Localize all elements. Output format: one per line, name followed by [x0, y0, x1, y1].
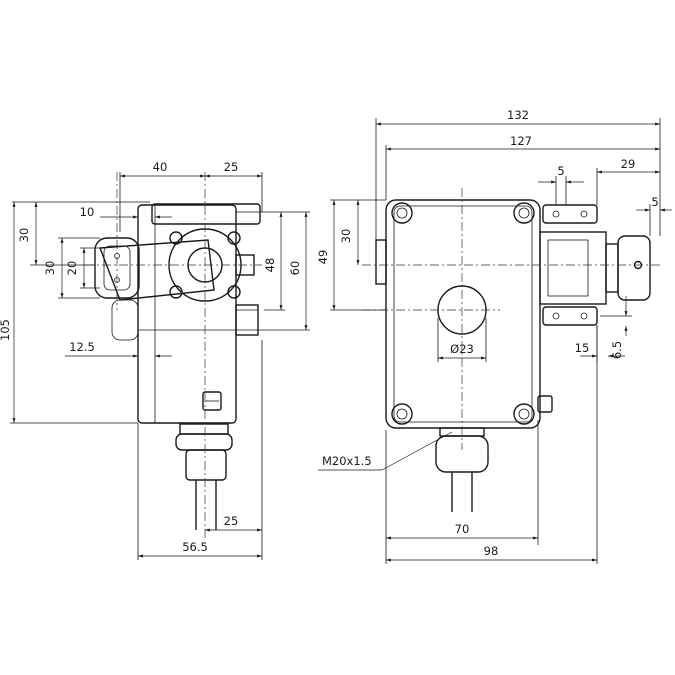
dim-98: 98 [484, 544, 499, 558]
dim-105: 105 [0, 319, 12, 341]
actuator-knob [617, 235, 651, 301]
screw-icon [169, 231, 183, 245]
screw-icon [227, 231, 241, 245]
screw-icon [513, 202, 535, 224]
side-view [85, 172, 262, 540]
dim-30-left: 30 [17, 228, 31, 243]
dim-70: 70 [455, 522, 470, 536]
dim-5-top: 5 [557, 164, 564, 178]
front-dimensions: 132 127 5 29 5 30 49 Ø23 15 6.5 [316, 108, 672, 564]
ground-screw-icon [537, 395, 553, 413]
screw-icon [227, 285, 241, 299]
dim-5-right: 5 [651, 195, 658, 209]
dim-12-5: 12.5 [69, 340, 95, 354]
dim-10: 10 [80, 205, 95, 219]
screw-icon [391, 202, 413, 224]
dim-30-inner: 30 [43, 261, 57, 276]
dim-29: 29 [621, 157, 636, 171]
dim-40: 40 [153, 160, 168, 174]
cable-gland [179, 423, 229, 435]
dim-132: 132 [507, 108, 529, 122]
screw-icon [513, 403, 535, 425]
mount-bracket-bottom [542, 306, 598, 326]
screw-icon [169, 285, 183, 299]
dim-25-bottom: 25 [224, 514, 239, 528]
dim-6-5: 6.5 [610, 341, 624, 359]
dim-25-top: 25 [224, 160, 239, 174]
ground-screw-icon [202, 391, 222, 411]
dim-56-5: 56.5 [182, 540, 208, 554]
mount-bracket-top [542, 204, 598, 224]
dim-20: 20 [65, 261, 79, 276]
dim-49: 49 [316, 250, 330, 265]
dim-48: 48 [263, 258, 277, 273]
thread-label: M20x1.5 [322, 454, 372, 468]
dim-30-front: 30 [339, 229, 353, 244]
side-housing [137, 204, 237, 424]
actuator-head [539, 231, 607, 305]
side-dimensions: 40 25 10 30 30 20 105 48 60 12.5 25 [0, 160, 310, 560]
dim-127: 127 [510, 134, 532, 148]
dim-diameter-23: Ø23 [450, 342, 474, 356]
dim-15: 15 [575, 341, 590, 355]
dim-60: 60 [288, 261, 302, 276]
front-housing [385, 199, 541, 429]
screw-icon [391, 403, 413, 425]
front-view [362, 188, 662, 512]
